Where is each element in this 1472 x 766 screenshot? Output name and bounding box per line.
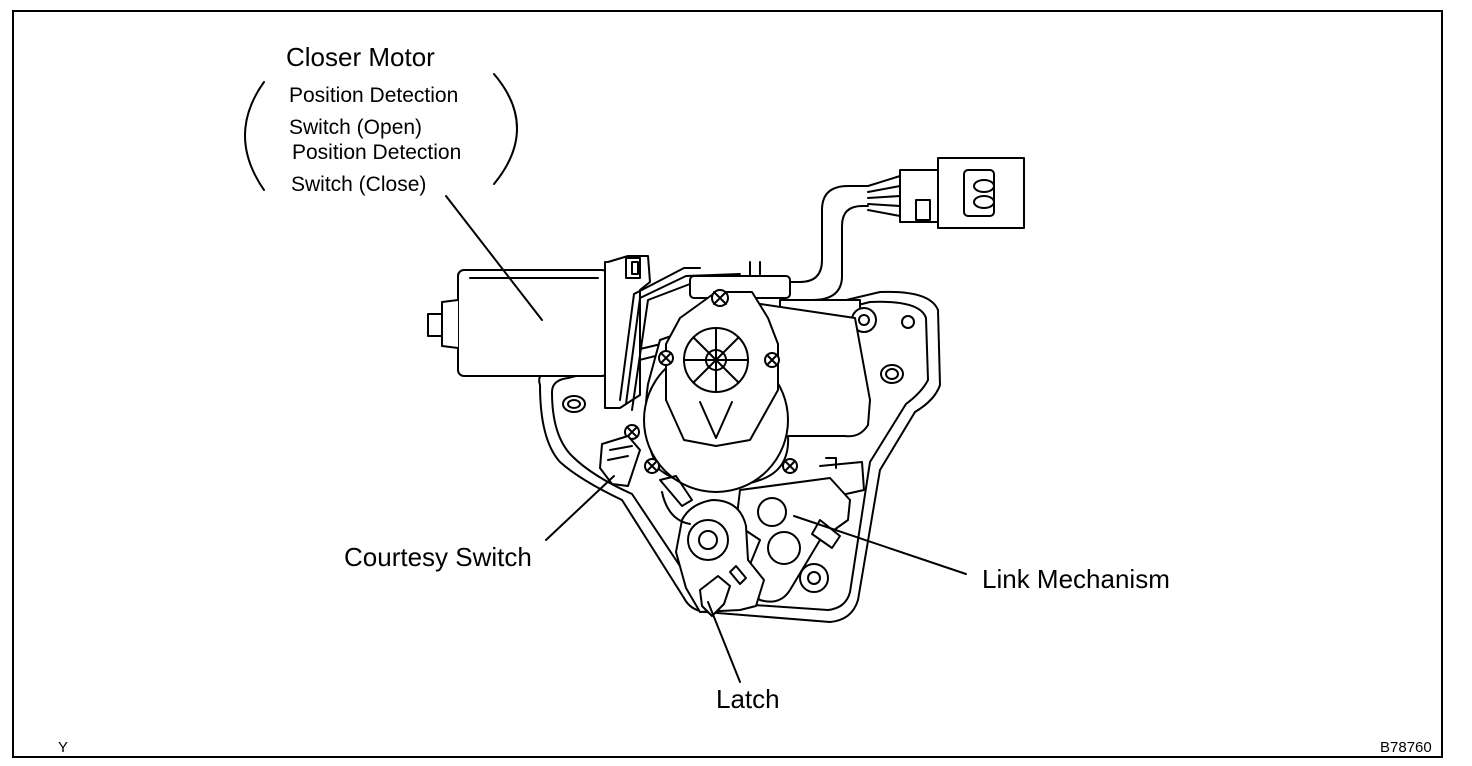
position-switch-close-line1: Position Detection: [292, 141, 462, 164]
connector-body: [899, 169, 941, 223]
screw-top: [711, 289, 729, 307]
link-mechanism-label: Link Mechanism: [982, 564, 1170, 594]
corner-code-left: Y: [58, 739, 69, 756]
cable-upper: [789, 185, 869, 283]
motor-wire-3: [619, 267, 701, 401]
mount-hole-left-inner: [567, 399, 581, 409]
link-pivot-lower: [799, 563, 829, 593]
latch-pivot: [687, 519, 729, 561]
link-pivot-mid: [767, 531, 801, 565]
cable-lower: [789, 205, 869, 301]
motor-end-cap: [441, 299, 459, 349]
position-switch-open-line2: Switch (Open): [289, 116, 423, 139]
left-bracket: [244, 81, 265, 191]
link-pivot-upper: [757, 497, 787, 527]
closer-motor-label: Closer Motor: [286, 42, 435, 72]
mount-hole-top: [901, 315, 915, 329]
leader-closer-motor: [445, 195, 543, 321]
motor-shaft: [427, 313, 443, 337]
latch-label: Latch: [716, 684, 780, 714]
mount-hole-left: [562, 395, 586, 413]
screw-right-a: [764, 352, 780, 368]
motor-body: [457, 269, 609, 377]
mount-hole-right-inner: [885, 368, 899, 380]
position-switch-open-line1: Position Detection: [289, 84, 459, 107]
courtesy-switch-label: Courtesy Switch: [344, 542, 532, 572]
right-bracket: [493, 73, 518, 185]
latch-claw: [699, 575, 731, 617]
leader-courtesy-switch: [545, 475, 615, 541]
leader-latch: [707, 601, 741, 683]
screw-left-c: [644, 458, 660, 474]
screw-left-a: [658, 350, 674, 366]
leader-link-mechanism: [793, 515, 967, 575]
courtesy-switch-body: [599, 435, 641, 487]
position-switch-close-line2: Switch (Close): [291, 173, 427, 196]
housing-inner-edge: [551, 300, 929, 611]
mount-hole-right: [880, 364, 904, 384]
screw-right-b: [782, 458, 798, 474]
corner-code-right: B78760: [1380, 739, 1432, 756]
connector-head: [937, 157, 1025, 229]
